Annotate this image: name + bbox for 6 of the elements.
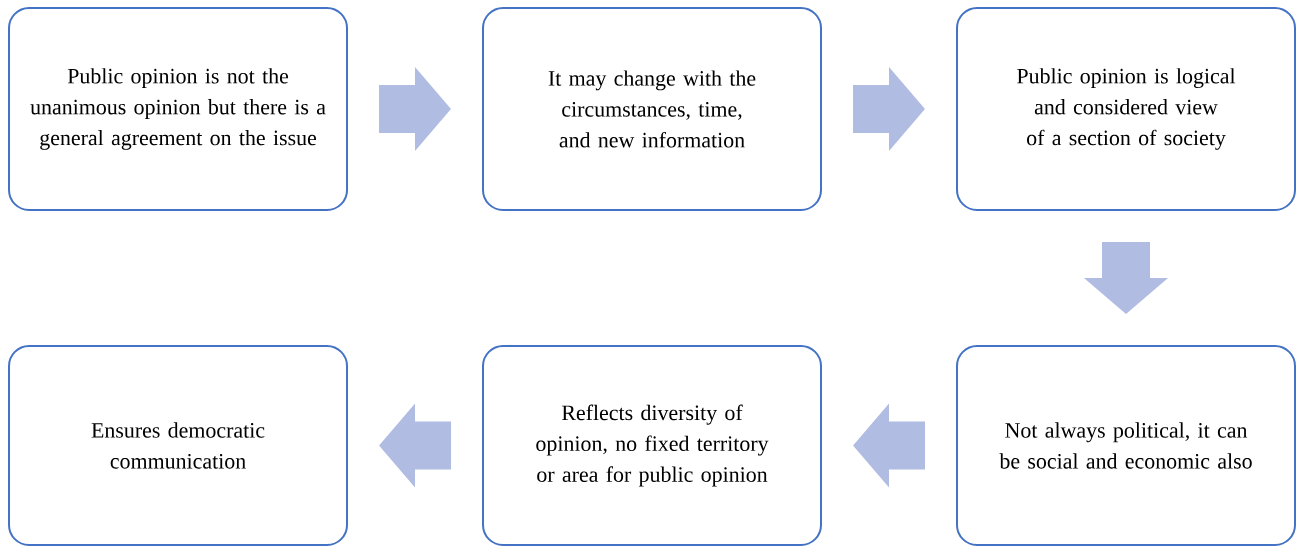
- process-box: Ensures democratic communication: [8, 345, 348, 546]
- process-box: Not always political, it can be social and economic also: [956, 345, 1296, 546]
- process-box: Public opinion is not the unanimous opinion but there is a general agreement on the issue: [8, 7, 348, 211]
- process-box: Reflects diversity of opinion, no fixed territory or area for public opinion: [482, 345, 822, 546]
- process-box: It may change with the circumstances, time, and new information: [482, 7, 822, 211]
- process-box: Public opinion is logical and considered view of a section of society: [956, 7, 1296, 211]
